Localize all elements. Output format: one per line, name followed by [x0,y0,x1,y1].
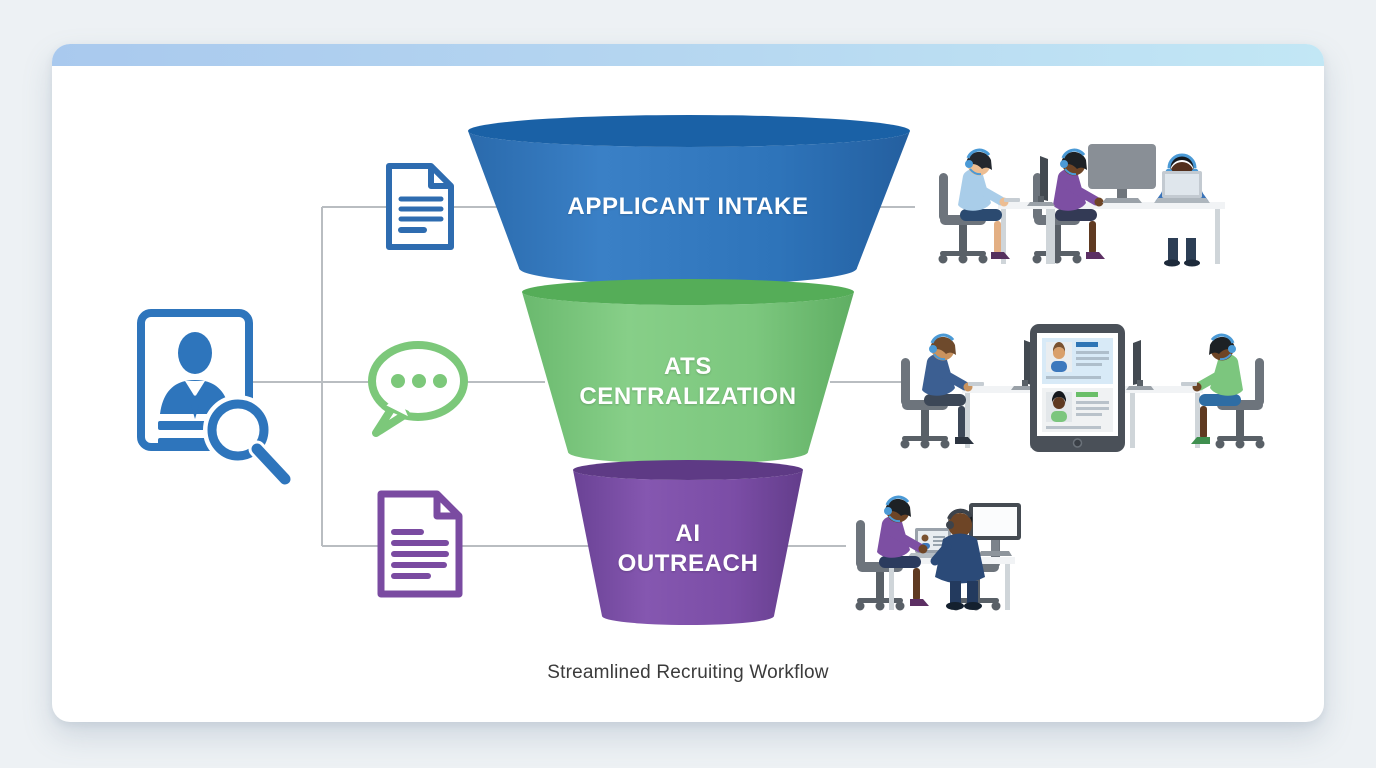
funnel-stage-ai-outreach [573,460,803,625]
chat-bubble-icon [368,341,468,437]
funnel-stage-3-label: AI OUTREACH [617,520,759,577]
funnel-stage-applicant-intake [468,115,910,285]
diagram-caption: Streamlined Recruiting Workflow [547,662,829,683]
candidate-profiles-tablet-illustration [900,324,1265,452]
recruiter-candidate-meeting-illustration [855,495,1021,611]
document-icon-purple [377,490,463,598]
funnel-stage-ats-centralization [522,279,854,464]
document-icon-blue [386,163,454,250]
funnel-stage-1-label: APPLICANT INTAKE [567,193,809,220]
resume-search-icon [137,309,294,488]
funnel-stage-2-label: ATS CENTRALIZATION [579,353,797,410]
funnel [468,115,910,625]
card-header-bar [52,44,1324,66]
recruiter-man-laptop [1155,153,1209,267]
recruiters-at-workstations-illustration [938,144,1225,267]
tablet-candidate-profiles [1030,324,1125,452]
recruiter-back-view [930,508,985,610]
